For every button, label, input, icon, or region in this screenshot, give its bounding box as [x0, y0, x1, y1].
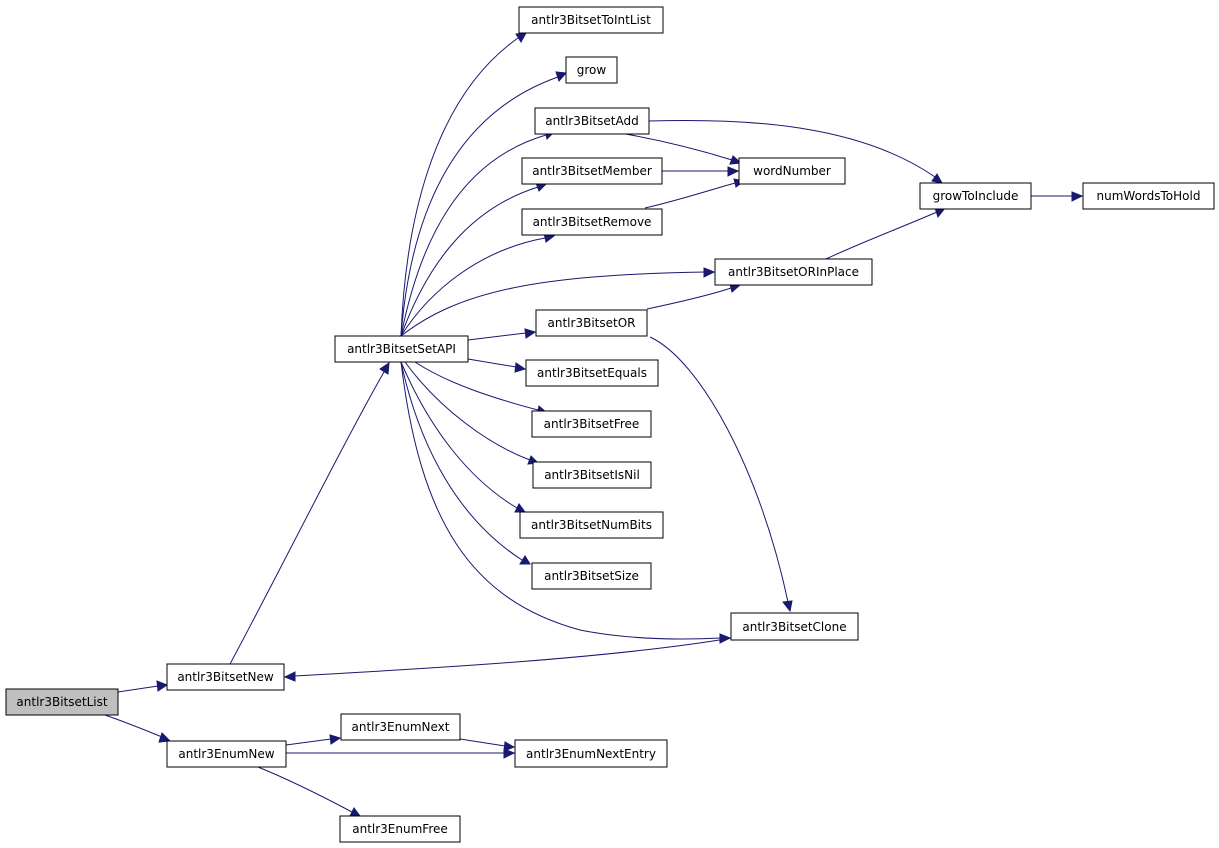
node-grow[interactable]: grow: [565, 56, 618, 84]
edge-enumnext-to-enumnextentry: [459, 738, 516, 752]
node-antlr3bitsetlist[interactable]: antlr3BitsetList: [5, 688, 119, 716]
node-antlr3enumnew[interactable]: antlr3EnumNew: [166, 740, 287, 768]
node-label-grow: grow: [577, 63, 607, 77]
edge-bitsetlist-to-enumnew: [104, 714, 172, 743]
edge-orinplace-to-growtoinclude: [825, 207, 947, 260]
node-label-wordnumber: wordNumber: [753, 164, 831, 178]
edge-setapi-to-orinplace: [400, 267, 716, 337]
edge-setapi-to-size: [400, 361, 531, 565]
node-label-antlr3bitsetisnil: antlr3BitsetIsNil: [544, 468, 640, 482]
node-label-antlr3bitsetnew: antlr3BitsetNew: [177, 670, 274, 684]
node-antlr3bitsetclone[interactable]: antlr3BitsetClone: [730, 612, 859, 641]
nodes-layer: antlr3BitsetList antlr3BitsetNew antlr3E…: [5, 6, 1215, 843]
node-label-antlr3enumnew: antlr3EnumNew: [178, 747, 274, 761]
node-antlr3bitsetor[interactable]: antlr3BitsetOR: [535, 309, 648, 337]
edge-setapi-to-equals: [467, 358, 527, 373]
node-label-antlr3bitsettointlist: antlr3BitsetToIntList: [531, 13, 651, 27]
node-antlr3bitsetfree[interactable]: antlr3BitsetFree: [531, 410, 652, 438]
node-label-antlr3bitsetclone: antlr3BitsetClone: [742, 620, 846, 634]
edge-member-to-wordnumber: [662, 166, 740, 177]
node-antlr3enumnextentry[interactable]: antlr3EnumNextEntry: [514, 739, 668, 768]
edge-add-to-wordnumber: [619, 132, 743, 165]
node-label-antlr3bitsetequals: antlr3BitsetEquals: [537, 366, 647, 380]
node-antlr3bitsetsize[interactable]: antlr3BitsetSize: [531, 562, 652, 590]
node-label-antlr3bitsetor: antlr3BitsetOR: [548, 316, 636, 330]
node-label-antlr3bitsetfree: antlr3BitsetFree: [544, 417, 640, 431]
edge-setapi-to-or: [467, 328, 537, 341]
edge-enumnew-to-enumnext: [285, 734, 342, 746]
node-antlr3bitsetmember[interactable]: antlr3BitsetMember: [521, 157, 663, 185]
node-label-antlr3bitsetorinplace: antlr3BitsetORInPlace: [728, 265, 859, 279]
node-label-antlr3enumnextentry: antlr3EnumNextEntry: [526, 747, 656, 761]
edge-setapi-to-numbits: [400, 361, 526, 513]
edge-add-to-growtoinclude: [648, 119, 943, 184]
node-label-antlr3bitsetsetapi: antlr3BitsetSetAPI: [347, 342, 456, 356]
node-label-growtoinclude: growToInclude: [933, 189, 1019, 203]
node-antlr3bitsetnumbits[interactable]: antlr3BitsetNumBits: [519, 511, 664, 539]
node-numwordstohold[interactable]: numWordsToHold: [1082, 182, 1215, 210]
edge-setapi-to-grow: [400, 71, 568, 337]
node-antlr3bitsetsetapi[interactable]: antlr3BitsetSetAPI: [334, 335, 469, 363]
node-label-antlr3bitsetnumbits: antlr3BitsetNumBits: [531, 518, 652, 532]
edge-enumnew-to-enumnextentry: [286, 748, 516, 759]
edge-or-to-orinplace: [646, 283, 742, 310]
node-antlr3bitsettointlist[interactable]: antlr3BitsetToIntList: [518, 6, 664, 34]
edge-growtoinclude-to-numwordstohold: [1031, 191, 1084, 202]
edge-setapi-to-tointlist: [400, 32, 527, 337]
edge-enumnew-to-enumfree: [257, 766, 361, 817]
node-label-antlr3bitsetlist: antlr3BitsetList: [16, 695, 107, 709]
node-label-antlr3enumfree: antlr3EnumFree: [352, 822, 448, 836]
node-label-antlr3bitsetmember: antlr3BitsetMember: [532, 164, 652, 178]
node-growtoinclude[interactable]: growToInclude: [919, 182, 1032, 210]
node-antlr3bitsetnew[interactable]: antlr3BitsetNew: [166, 663, 285, 691]
node-wordnumber[interactable]: wordNumber: [738, 157, 846, 185]
node-antlr3bitsetorinplace[interactable]: antlr3BitsetORInPlace: [714, 258, 873, 286]
edge-clone-to-bitsetnew: [283, 637, 733, 682]
node-antlr3bitsetadd[interactable]: antlr3BitsetAdd: [534, 107, 650, 135]
edge-bitsetlist-to-bitsetnew: [117, 680, 169, 693]
edges-layer: [104, 32, 1084, 817]
edge-setapi-to-clone: [400, 361, 732, 644]
node-antlr3bitsetisnil[interactable]: antlr3BitsetIsNil: [532, 461, 652, 489]
node-label-antlr3enumnext: antlr3EnumNext: [351, 720, 449, 734]
edge-bitsetnew-to-setapi: [229, 362, 390, 665]
edge-setapi-to-isnil: [404, 361, 540, 465]
edge-or-to-clone: [649, 336, 793, 613]
node-antlr3enumnext[interactable]: antlr3EnumNext: [340, 713, 461, 741]
node-antlr3bitsetequals[interactable]: antlr3BitsetEquals: [525, 359, 659, 387]
node-label-numwordstohold: numWordsToHold: [1097, 189, 1201, 203]
node-antlr3enumfree[interactable]: antlr3EnumFree: [339, 815, 461, 843]
node-label-antlr3bitsetsize: antlr3BitsetSize: [544, 569, 639, 583]
node-antlr3bitsetremove[interactable]: antlr3BitsetRemove: [521, 208, 663, 236]
node-label-antlr3bitsetadd: antlr3BitsetAdd: [545, 114, 638, 128]
node-label-antlr3bitsetremove: antlr3BitsetRemove: [533, 215, 652, 229]
